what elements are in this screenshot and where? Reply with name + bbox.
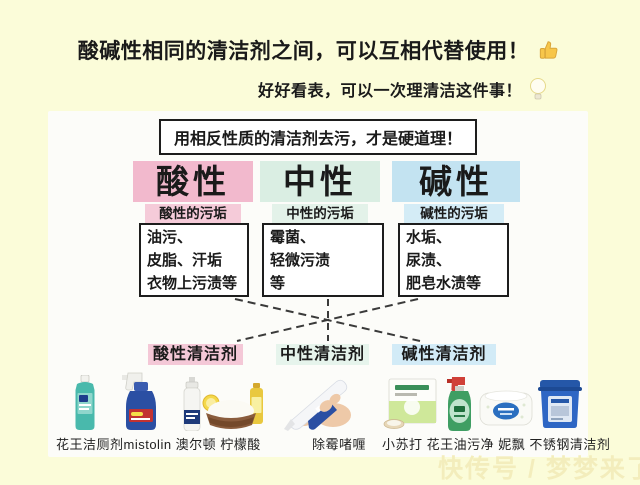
dirt-box-neutral: 霉菌、 轻微污渍 等 <box>262 223 384 297</box>
page-title: 酸碱性相同的清洁剂之间，可以互相代替使用！ <box>0 34 640 66</box>
watermark-text: 快传号 / 梦梦来了 <box>438 455 640 483</box>
dirt-label-alkaline: 碱性的污垢 <box>404 204 504 223</box>
caption-neutral-products: 除霉啫喱 <box>311 437 366 452</box>
citric-acid-bowl-icon <box>202 381 268 436</box>
column-header-alkaline: 碱性 <box>392 161 520 202</box>
cleaner-label-acid: 酸性清洁剂 <box>148 344 243 365</box>
dirt-box-acid: 油污、 皮脂、汗垢 衣物上污渍等 <box>139 223 249 297</box>
chart-panel: 用相反性质的清洁剂去污，才是硬道理！ 酸性 中性 碱性 酸性的污垢 中性的污垢 … <box>48 111 610 457</box>
caption-alkaline-products: 小苏打 花王油污净 妮飘 不锈钢清洁剂 <box>382 437 611 452</box>
dirt-box-alkaline: 水垢、 尿渍、 肥皂水渍等 <box>398 223 509 297</box>
kao-toilet-cleaner-bottle-icon <box>66 374 104 436</box>
mold-remover-gel-hand-icon <box>278 373 362 436</box>
stainless-steel-cleaner-tub-icon <box>536 379 584 434</box>
caption-acid-products: 花王洁厕剂mistolin 澳尔顿 柠檬酸 <box>56 437 261 452</box>
kao-oil-cleaner-spray-icon <box>442 375 476 436</box>
mistolin-spray-bottle-icon <box>114 371 166 436</box>
page-subtitle: 好好看表，可以一次理清洁这件事！ <box>258 76 548 102</box>
dirt-label-acid: 酸性的污垢 <box>145 204 241 223</box>
thumbs-up-icon <box>536 37 562 63</box>
dirt-label-neutral: 中性的污垢 <box>272 204 368 223</box>
cleaner-label-alkaline: 碱性清洁剂 <box>392 344 496 365</box>
cleaner-label-neutral: 中性清洁剂 <box>276 344 369 365</box>
column-header-neutral: 中性 <box>260 161 380 202</box>
baking-soda-box-icon <box>383 377 441 436</box>
panel-headline: 用相反性质的清洁剂去污，才是硬道理！ <box>158 119 478 155</box>
aoerdun-spray-bottle-icon <box>178 377 206 436</box>
column-header-acid: 酸性 <box>133 161 253 202</box>
page-subtitle-text: 好好看表，可以一次理清洁这件事！ <box>257 83 522 100</box>
nepia-wipes-pack-icon <box>478 387 534 432</box>
crossing-dashed-lines <box>234 298 421 342</box>
page-title-text: 酸碱性相同的清洁剂之间，可以互相代替使用！ <box>77 40 530 63</box>
product-row <box>48 369 588 433</box>
lightbulb-icon <box>528 77 548 101</box>
